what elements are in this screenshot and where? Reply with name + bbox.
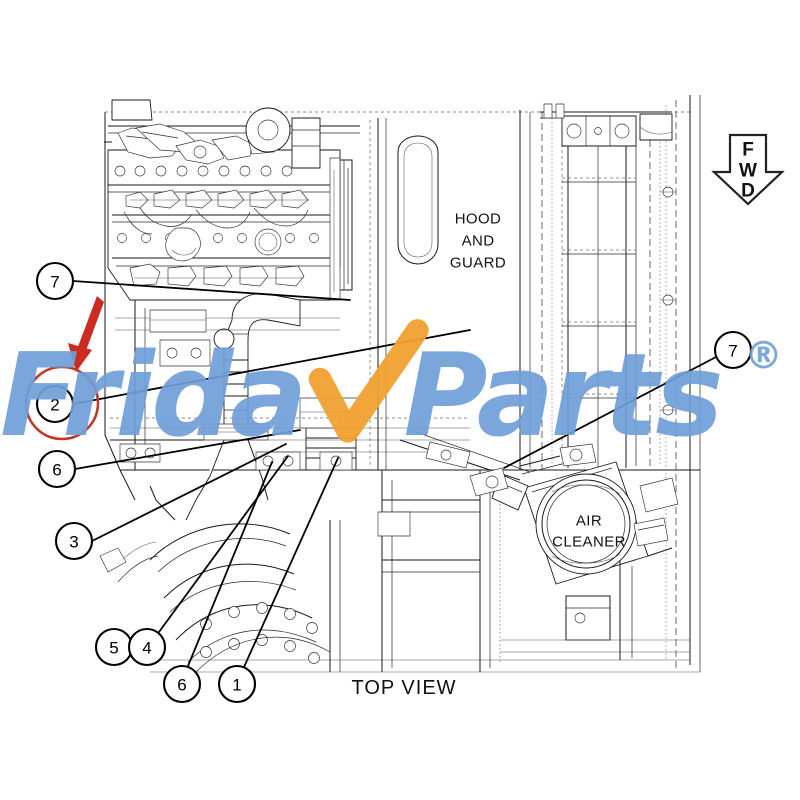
rocker-arms	[123, 207, 309, 235]
callout-3[interactable]: 3	[54, 521, 94, 561]
leader-lines	[72, 280, 717, 668]
callout-7-left[interactable]: 7	[35, 261, 75, 301]
leader-6-lower	[187, 461, 273, 667]
leader-2	[72, 329, 471, 405]
bolt-row-upper	[114, 165, 293, 177]
lower-left-frame	[99, 541, 159, 583]
air-cleaner-label-line1: AIR	[576, 513, 602, 530]
forward-arrow: F W D	[711, 133, 785, 206]
machine-line-art	[99, 95, 701, 673]
callout-markers: 7 2 6 3 5 4 6	[35, 261, 753, 704]
callout-7-right[interactable]: 7	[713, 330, 753, 370]
red-emphasis-group	[24, 296, 104, 441]
hood-guard-label-line2: AND	[462, 233, 495, 250]
flywheel-housing	[149, 485, 341, 673]
accessory-row	[129, 263, 305, 287]
callout-4[interactable]: 4	[127, 627, 167, 667]
callout-1-label: 1	[232, 676, 241, 695]
diagram-text-labels: HOOD AND GUARD AIR CLEANER TOP VIEW	[351, 211, 625, 700]
flywheel-bolts	[200, 602, 320, 664]
callout-5[interactable]: 5	[94, 627, 134, 667]
red-emphasis-circle	[24, 365, 100, 441]
hood-guard-label-line1: HOOD	[455, 211, 502, 228]
leader-3	[91, 443, 287, 542]
leader-4	[158, 455, 289, 633]
engine-block	[104, 99, 360, 301]
fwd-letter-d: D	[741, 181, 755, 202]
fwd-letter-w: W	[739, 161, 757, 182]
leader-7-right	[503, 356, 717, 469]
bolt-row-lower	[117, 233, 319, 243]
leader-1	[243, 457, 339, 668]
callout-6-lower-label: 6	[177, 676, 186, 695]
leader-6-upper	[74, 429, 301, 470]
callout-7-left-label: 7	[50, 273, 59, 292]
callout-6-lower[interactable]: 6	[162, 664, 202, 704]
air-cleaner-label-line2: CLEANER	[552, 534, 626, 551]
callout-6-upper[interactable]: 6	[37, 449, 77, 489]
center-body	[356, 429, 531, 672]
hood-and-guard-panel	[369, 103, 676, 470]
mid-body	[110, 300, 470, 471]
callout-5-label: 5	[109, 639, 118, 658]
air-cleaner-assembly	[469, 443, 679, 585]
callout-2[interactable]: 2	[35, 384, 75, 424]
leader-7-left	[72, 280, 351, 301]
callout-7-right-label: 7	[728, 342, 737, 361]
hood-guard-label-line3: GUARD	[450, 255, 506, 272]
lower-right-frame	[500, 560, 690, 660]
callout-1[interactable]: 1	[217, 664, 257, 704]
fwd-letter-f: F	[742, 140, 754, 161]
head-fittings	[125, 189, 310, 209]
red-pointer-arrow	[68, 296, 104, 372]
intake-pipe	[185, 293, 361, 521]
view-title-label: TOP VIEW	[351, 677, 456, 699]
callout-6-upper-label: 6	[52, 461, 61, 480]
callout-3-label: 3	[69, 533, 78, 552]
callout-4-label: 4	[142, 639, 151, 658]
callout-2-label: 2	[50, 396, 59, 415]
